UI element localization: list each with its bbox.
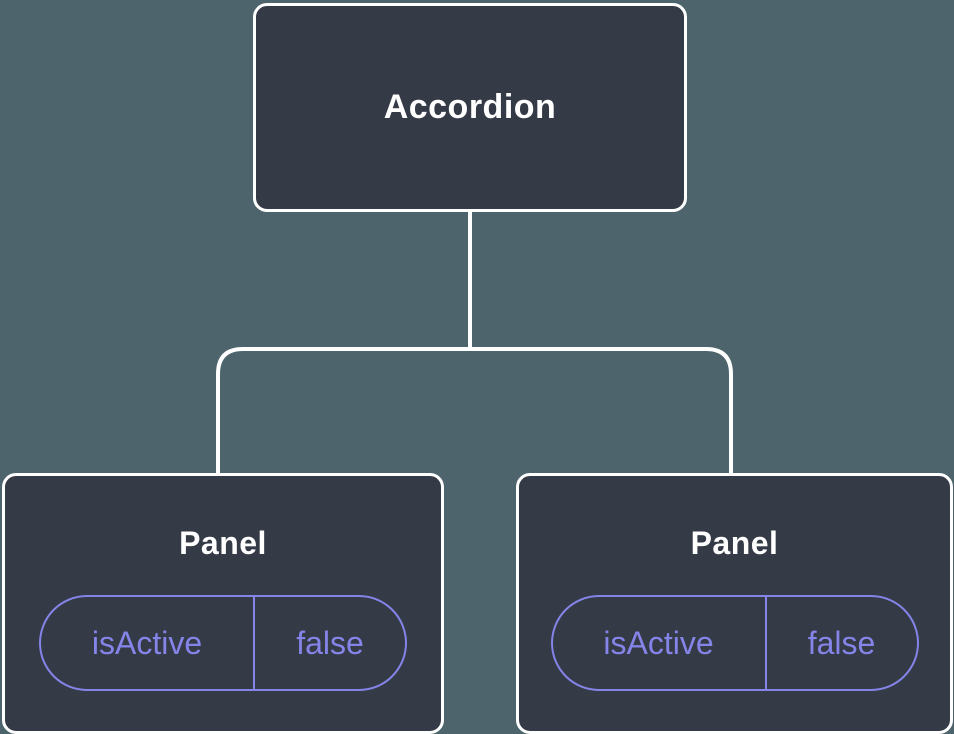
connector-branch [216, 347, 733, 473]
state-value: false [296, 624, 364, 661]
node-accordion-label: Accordion [383, 88, 557, 126]
node-panel-1: Panel isActive false [2, 473, 444, 734]
node-panel-1-label: Panel [179, 525, 267, 561]
node-panel-2-label: Panel [690, 525, 779, 561]
state-pill: isActive false [39, 595, 407, 691]
state-name: isActive [553, 597, 767, 689]
node-accordion: Accordion [253, 3, 687, 212]
state-pill: isActive false [550, 595, 919, 691]
state-name: isActive [41, 597, 255, 689]
node-panel-2: Panel isActive false [516, 473, 953, 734]
state-value: false [807, 624, 876, 661]
